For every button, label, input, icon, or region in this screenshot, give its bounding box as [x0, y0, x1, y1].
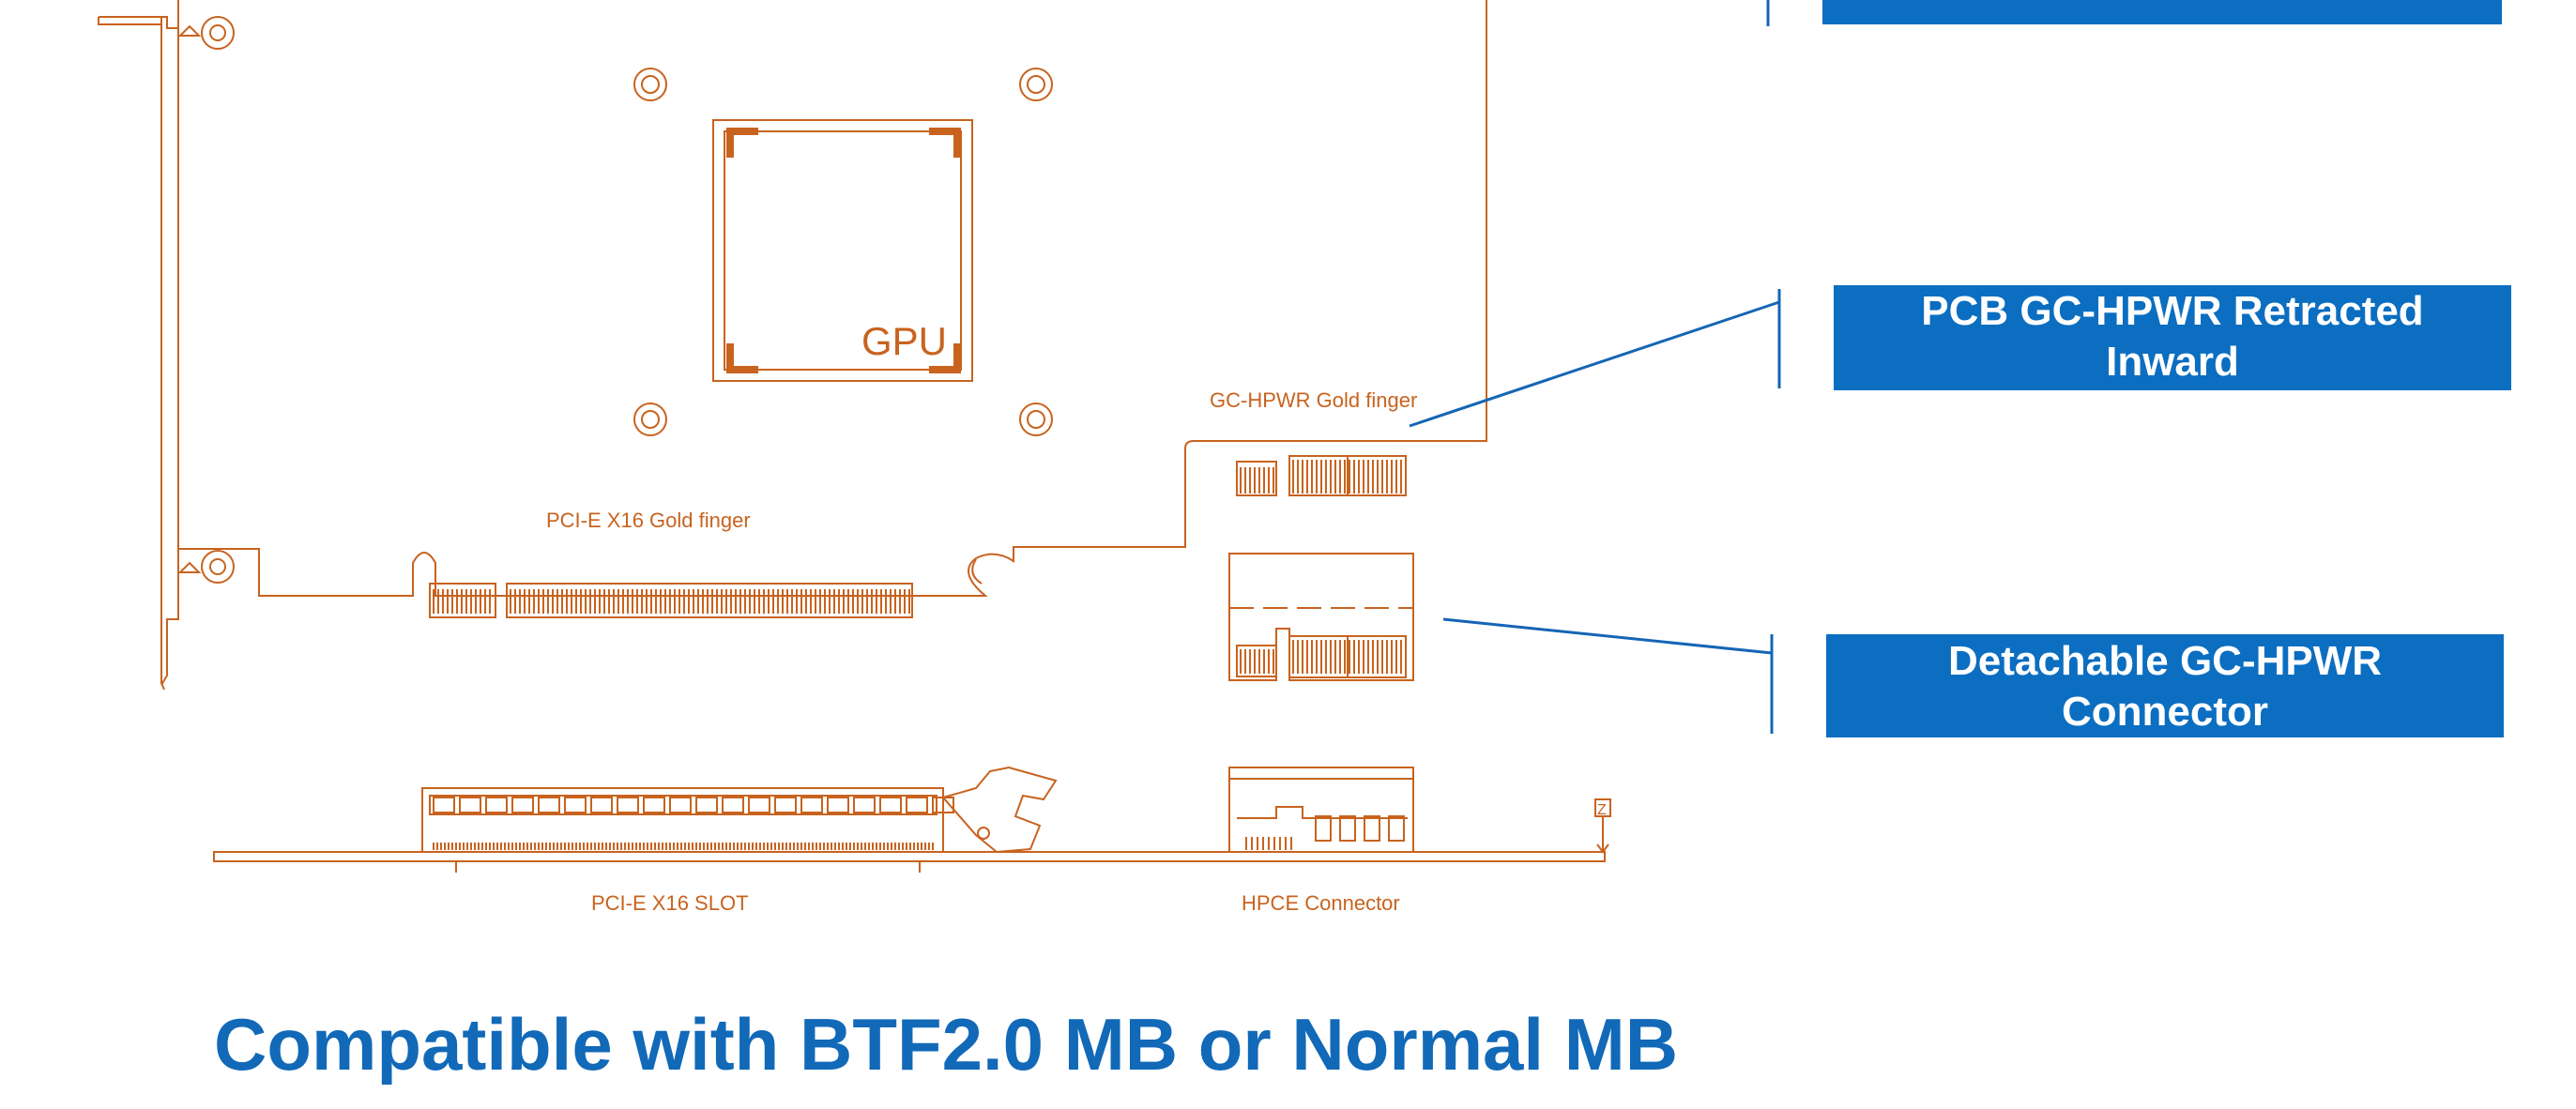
slot-cell	[459, 797, 481, 813]
slot-cell	[617, 797, 639, 813]
slot-cell	[564, 797, 587, 813]
pcie-x16-slot: PCI-E X16 SLOT	[421, 766, 1058, 915]
detachable-callout-line1: Detachable GC-HPWR	[1948, 638, 2382, 684]
slot-cell	[643, 797, 665, 813]
pcie-bracket	[98, 16, 235, 691]
gpu-chip: GPU	[712, 119, 973, 382]
pcie-slot-cells	[433, 797, 954, 850]
detachable-connector-contacts	[1240, 640, 1402, 674]
slot-cell	[485, 797, 508, 813]
slot-cell	[827, 797, 849, 813]
motherboard-side-view: PCI-E X16 SLOT HPCE Connector Z	[213, 766, 1611, 915]
slot-cell	[695, 797, 718, 813]
slot-cell	[722, 797, 744, 813]
hpce-connector-pins	[1245, 837, 1292, 850]
top-callout	[1766, 0, 2502, 26]
hpce-connector-label: HPCE Connector	[1242, 891, 1400, 915]
pcie-slot-label: PCI-E X16 SLOT	[591, 891, 749, 915]
detachable-connector-drawing	[1228, 553, 1414, 681]
slot-cell	[538, 797, 560, 813]
slot-cell	[774, 797, 797, 813]
gchpwr-gold-finger-label: GC-HPWR Gold finger	[1210, 388, 1417, 412]
z-marker-label: Z	[1597, 802, 1607, 818]
slot-cell	[879, 797, 902, 813]
pcb-outline	[177, 0, 1487, 597]
detachable-callout-line2: Connector	[2062, 689, 2268, 735]
slot-cell	[800, 797, 823, 813]
pcie-gold-finger-contacts	[433, 589, 910, 614]
slot-cell	[511, 797, 534, 813]
slot-cell	[853, 797, 876, 813]
compatibility-headline: Compatible with BTF2.0 MB or Normal MB	[214, 1003, 1679, 1086]
hpce-connector: HPCE Connector	[1228, 767, 1414, 915]
slot-cell	[669, 797, 692, 813]
pcb-callout-line1: PCB GC-HPWR Retracted	[1921, 288, 2423, 334]
pcie-gold-finger: PCI-E X16 Gold finger	[429, 509, 913, 618]
slot-cell	[906, 797, 928, 813]
slot-cell	[748, 797, 770, 813]
pcie-gold-finger-label: PCI-E X16 Gold finger	[546, 509, 751, 532]
gchpwr-gold-finger-contacts	[1240, 460, 1402, 494]
gpu-label: GPU	[861, 319, 947, 363]
mounting-holes	[633, 68, 1053, 436]
pcb-callout-line2: Inward	[2106, 339, 2239, 385]
slot-cell	[433, 797, 455, 813]
detachable-gchpwr-callout: Detachable GC-HPWR Connector	[1442, 617, 2504, 737]
slot-cell	[590, 797, 613, 813]
z-height-marker: Z	[1594, 798, 1611, 854]
gchpwr-gold-finger: GC-HPWR Gold finger	[1210, 388, 1417, 496]
pcb-gchpwr-callout: PCB GC-HPWR Retracted Inward	[1409, 285, 2511, 428]
